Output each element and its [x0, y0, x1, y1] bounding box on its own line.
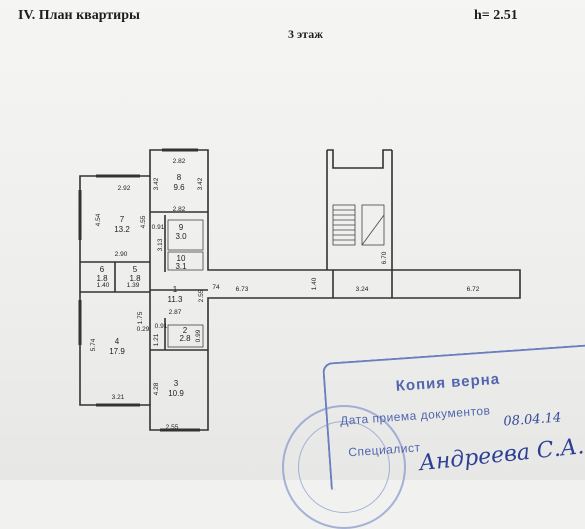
walls	[79, 149, 521, 431]
room-7-number: 7	[120, 215, 125, 224]
dim-label: 1.21	[153, 333, 160, 346]
ceiling-height-label: h= 2.51	[474, 8, 518, 23]
floor-label: 3 этаж	[288, 27, 323, 41]
room-5-number: 5	[133, 265, 138, 274]
room-1-area: 11.3	[168, 295, 184, 304]
room-6-area: 1.8	[96, 274, 108, 283]
dim-label: 0.29	[137, 326, 150, 333]
dim-label: 2.87	[169, 309, 182, 316]
room-2-number: 2	[183, 326, 188, 335]
dim-label: 2.55	[166, 424, 179, 431]
dim-label: 6.73	[236, 286, 249, 293]
dim-label: 0.91	[152, 224, 165, 231]
dimension-labels: 2.92 4.54 4.55 2.90 2.82 3.42 3.42 2.82 …	[90, 158, 480, 431]
bath-fixtures	[167, 219, 204, 348]
plan-title: IV. План квартиры	[18, 8, 140, 23]
room-9-area: 3.0	[175, 232, 187, 241]
dim-label: 1.40	[97, 282, 110, 289]
room-6-number: 6	[100, 265, 105, 274]
room-10-area: 3.1	[175, 262, 187, 271]
dim-label: 2.90	[115, 251, 128, 258]
dim-label: 4.54	[95, 213, 102, 226]
dim-label: 0.99	[195, 329, 202, 342]
dim-label: 3.13	[157, 238, 164, 251]
room-4-number: 4	[115, 337, 120, 346]
dim-label: 1.75	[137, 311, 144, 324]
room-9-number: 9	[179, 223, 184, 232]
dim-label: 4.28	[153, 382, 160, 395]
dim-label: 4.55	[140, 215, 147, 228]
dim-label: 5.74	[90, 338, 97, 351]
room-2-area: 2.8	[179, 334, 191, 343]
dim-label: 1.40	[311, 277, 318, 290]
room-8-number: 8	[177, 173, 182, 182]
stamp-title: Копия верна	[395, 370, 501, 395]
dim-label: 74	[212, 284, 220, 291]
dim-label: 2.55	[198, 289, 205, 302]
stamp-date-caption: Дата приема документов	[339, 403, 491, 428]
dim-label: 2.92	[118, 185, 131, 192]
stamp-signature: Андреева С.А.	[418, 434, 585, 477]
room-1-number: 1	[173, 285, 178, 294]
dim-label: 3.42	[197, 177, 204, 190]
dim-label: 6.72	[467, 286, 480, 293]
room-5-area: 1.8	[129, 274, 141, 283]
room-7-area: 13.2	[114, 225, 130, 234]
room-8-area: 9.6	[173, 183, 185, 192]
certification-stamp: Копия верна Дата приема документов 08.04…	[322, 344, 585, 490]
room-labels: 7 13.2 8 9.6 9 3.0 10 3.1 1 11.3 4 17.9 …	[96, 173, 191, 398]
dim-label: 3.42	[153, 177, 160, 190]
dim-label: 2.82	[173, 158, 186, 165]
stamp-date: 08.04.14	[503, 410, 562, 430]
windows	[78, 148, 200, 432]
room-4-area: 17.9	[109, 347, 125, 356]
room-10-number: 10	[177, 254, 186, 263]
stamp-specialist-caption: Специалист	[347, 440, 421, 460]
dim-label: 1.39	[127, 282, 140, 289]
room-3-number: 3	[174, 379, 179, 388]
apartment-plan-drawing: 7 13.2 8 9.6 9 3.0 10 3.1 1 11.3 4 17.9 …	[78, 148, 521, 432]
staircase	[332, 204, 385, 246]
room-3-area: 10.9	[168, 389, 184, 398]
dim-label: 3.24	[356, 286, 369, 293]
dim-label: 2.82	[173, 206, 186, 213]
dim-label: 6.70	[381, 251, 388, 264]
dim-label: 3.21	[112, 394, 125, 401]
dim-label: 0.91	[155, 323, 168, 330]
